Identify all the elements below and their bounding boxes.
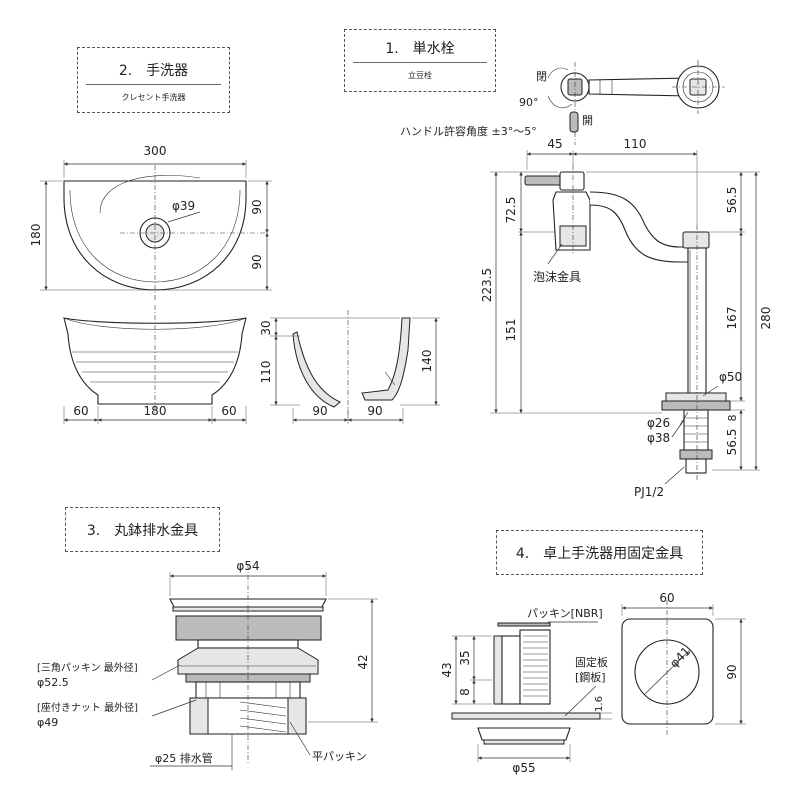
dim-faucet-151: 151 — [504, 319, 518, 342]
basin-subtitle: クレセント手洗器 — [121, 93, 186, 102]
faucet-close-label: 閉 — [536, 70, 547, 83]
faucet-subtitle: 立豆栓 — [408, 71, 432, 80]
drain-title-box: 3. 丸鉢排水金具 — [65, 507, 220, 552]
drain-packing-label: [三角パッキン 最外径] — [37, 661, 138, 674]
dim-section-left: 90 — [312, 404, 327, 418]
dim-section-body: 110 — [259, 361, 273, 384]
drain-pipe-label: φ25 排水管 — [155, 751, 213, 765]
faucet-handle-range: ハンドル許容角度 ±3°～5° — [400, 124, 537, 138]
dim-faucet-110: 110 — [624, 137, 647, 151]
dim-fixing-phi55: φ55 — [512, 761, 535, 775]
faucet-angle-label: 90° — [519, 96, 539, 109]
drain-nut-value: φ49 — [37, 716, 58, 729]
basin-top-dims — [40, 160, 272, 291]
faucet-top-view — [547, 60, 725, 145]
dim-front-right: 60 — [221, 404, 236, 418]
dim-basin-depth: 180 — [29, 224, 43, 247]
basin-section-view — [292, 310, 411, 418]
dim-faucet-phi50: φ50 — [719, 370, 742, 384]
basin-top-view — [63, 165, 265, 300]
faucet-open-label: 開 — [582, 114, 593, 127]
dim-faucet-45: 45 — [547, 137, 562, 151]
basin-front-dims — [63, 406, 247, 424]
dim-plate-width: 60 — [659, 591, 674, 605]
dim-basin-depth-upper: 90 — [250, 199, 264, 214]
basin-front-view — [63, 305, 247, 415]
dim-fixing-1-6: 1.6 — [594, 696, 605, 712]
dim-faucet-280: 280 — [759, 307, 773, 330]
dim-fixing-43: 43 — [440, 662, 454, 677]
basin-title: 2. 手洗器 — [118, 63, 189, 79]
divider — [353, 62, 487, 63]
drain-flat-packing-label: 平パッキン — [312, 750, 367, 763]
drain-packing-value: φ52.5 — [37, 676, 69, 689]
dim-drain-phi54: φ54 — [236, 559, 259, 573]
drain-dims — [150, 572, 378, 767]
dim-front-left: 60 — [73, 404, 88, 418]
dim-section-right: 90 — [367, 404, 382, 418]
dim-faucet-phi26: φ26 — [647, 416, 670, 430]
dim-basin-depth-lower: 90 — [250, 254, 264, 269]
drain-assembly — [169, 565, 327, 770]
fixing-plate-top — [621, 600, 714, 735]
dim-faucet-56-5-top: 56.5 — [725, 187, 739, 214]
fixing-title: 4. 卓上手洗器用固定金具 — [515, 546, 684, 562]
faucet-title: 1. 単水栓 — [385, 41, 455, 57]
dim-section-height: 140 — [420, 350, 434, 373]
dim-drain-hole: φ39 — [172, 199, 195, 213]
dim-section-rim: 30 — [259, 320, 273, 335]
fixing-hardware-side — [451, 622, 601, 745]
faucet-side-dims — [490, 150, 760, 485]
fixing-plate-label: 固定板 — [575, 655, 608, 669]
drain-title: 3. 丸鉢排水金具 — [86, 523, 199, 539]
dim-faucet-223-5: 223.5 — [480, 268, 494, 302]
faucet-side-view — [524, 165, 731, 480]
drain-nut-label: [座付きナット 最外径] — [37, 701, 138, 714]
dim-fixing-8: 8 — [458, 688, 472, 696]
dim-faucet-72-5: 72.5 — [504, 197, 518, 224]
faucet-title-box: 1. 単水栓 立豆栓 — [344, 29, 496, 92]
fixing-packing-label: パッキン[NBR] — [527, 607, 603, 620]
dim-faucet-167: 167 — [725, 307, 739, 330]
fixing-title-box: 4. 卓上手洗器用固定金具 — [496, 530, 703, 575]
basin-title-box: 2. 手洗器 クレセント手洗器 — [77, 47, 230, 113]
dim-plate-height: 90 — [725, 664, 739, 679]
basin-section-dims — [270, 317, 440, 424]
divider — [86, 84, 221, 85]
dim-basin-width: 300 — [144, 144, 167, 158]
fixing-plate-material: [鋼板] — [575, 670, 606, 684]
dim-faucet-8: 8 — [726, 415, 739, 422]
dim-fixing-35: 35 — [458, 650, 472, 665]
faucet-thread-label: PJ1/2 — [634, 485, 664, 499]
dim-drain-height: 42 — [356, 654, 370, 669]
fixing-plate-dims — [621, 604, 746, 725]
dim-faucet-56-5-bottom: 56.5 — [725, 429, 739, 456]
dim-front-center: 180 — [144, 404, 167, 418]
dim-faucet-phi38: φ38 — [647, 431, 670, 445]
faucet-aerator-label: 泡沫金具 — [533, 269, 581, 284]
fixing-side-dims — [452, 621, 612, 762]
